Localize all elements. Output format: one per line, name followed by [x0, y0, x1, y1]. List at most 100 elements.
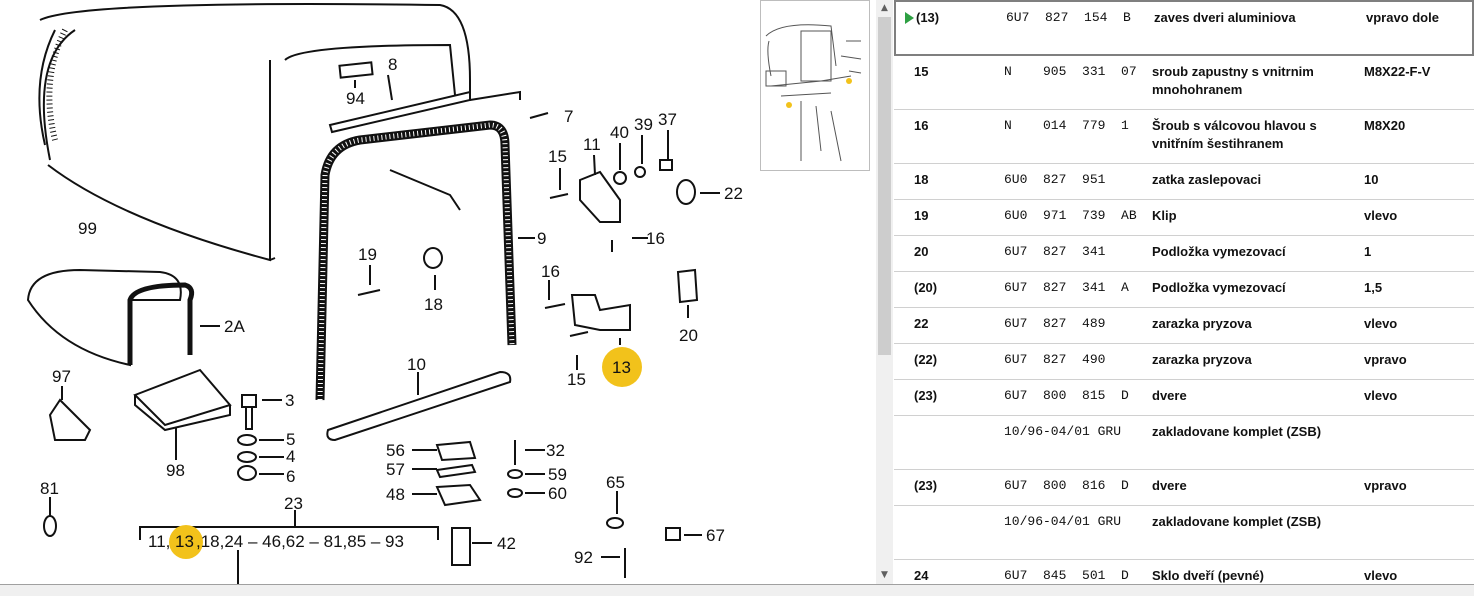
note-cell: vpravo	[1364, 352, 1407, 367]
callout-20[interactable]: 20	[679, 326, 698, 345]
horizontal-scrollbar[interactable]	[0, 584, 1474, 596]
callout-56[interactable]: 56	[386, 441, 405, 460]
callout-94[interactable]: 94	[346, 89, 365, 108]
callout-11[interactable]: 11	[583, 135, 601, 154]
callout-5[interactable]: 5	[286, 430, 295, 449]
part-number-cell: 6U0 827 951	[1004, 172, 1106, 187]
table-row[interactable]: 10/96-04/01 GRU zakladovane komplet (ZSB)	[894, 506, 1474, 560]
note-cell: 1,5	[1364, 280, 1383, 295]
callout-37[interactable]: 37	[658, 110, 677, 129]
part-number-cell: 10/96-04/01 GRU	[1004, 514, 1122, 529]
part-number-cell: N 014 779 1	[1004, 118, 1129, 133]
highlight-circle-13-list[interactable]	[169, 525, 203, 559]
callout-range-list[interactable]: ,18,24 – 46,62 – 81,85 – 93	[196, 532, 404, 551]
note-cell: 10	[1364, 172, 1379, 187]
callout-13[interactable]: 13	[612, 358, 631, 377]
callout-60[interactable]: 60	[548, 484, 567, 503]
note-cell: M8X20	[1364, 118, 1406, 133]
position-cell: (13)	[916, 10, 940, 25]
callout-57[interactable]: 57	[386, 460, 405, 479]
callout-42[interactable]: 42	[497, 534, 516, 553]
position-cell: 18	[914, 172, 929, 187]
part-number-cell: 6U7 827 341 A	[1004, 280, 1129, 295]
position-cell: 19	[914, 208, 929, 223]
callout-8[interactable]: 8	[388, 55, 397, 74]
callout-65[interactable]: 65	[606, 473, 625, 492]
callout-4[interactable]: 4	[286, 447, 295, 466]
callout-19[interactable]: 19	[358, 245, 377, 264]
callout-67[interactable]: 67	[706, 526, 725, 545]
callout-3[interactable]: 3	[285, 391, 294, 410]
parts-diagram-pane[interactable]: 99 94 8 7 2A 97 98 3 5 4 6 81 23 11, 13 …	[0, 0, 876, 584]
description-cell: zakladovane komplet (ZSB)	[1152, 514, 1322, 529]
callout-18[interactable]: 18	[424, 295, 443, 314]
diagram-thumbnail-navigator[interactable]	[760, 0, 870, 171]
callout-48[interactable]: 48	[386, 485, 405, 504]
note-cell: vlevo	[1364, 208, 1398, 223]
callout-7[interactable]: 7	[564, 107, 573, 126]
description-cell: Sklo dveří (pevné)	[1152, 568, 1264, 583]
callout-23[interactable]: 23	[284, 494, 303, 513]
description-cell: Podložka vymezovací	[1152, 244, 1286, 259]
position-cell: 24	[914, 568, 929, 583]
callout-16-top[interactable]: 16	[646, 229, 665, 248]
callout-39[interactable]: 39	[634, 115, 653, 134]
selected-row-arrow-icon	[905, 12, 914, 24]
exploded-parts-diagram[interactable]: 99 94 8 7 2A 97 98 3 5 4 6 81 23 11, 13 …	[0, 0, 876, 584]
description-cell: sroub zapustny s vnitrnim mnohohranem	[1152, 64, 1314, 97]
callout-10[interactable]: 10	[407, 355, 426, 374]
callout-15-top[interactable]: 15	[548, 147, 567, 166]
part-number-cell: N 905 331 07	[1004, 64, 1137, 79]
callout-98[interactable]: 98	[166, 461, 185, 480]
callout-22[interactable]: 22	[724, 184, 743, 203]
table-row[interactable]: 10/96-04/01 GRU zakladovane komplet (ZSB)	[894, 416, 1474, 470]
scroll-down-arrow-icon[interactable]: ▼	[881, 570, 888, 580]
part-number-cell: 6U7 800 815 D	[1004, 388, 1129, 403]
highlight-circle-13[interactable]	[602, 347, 642, 387]
description-cell: zakladovane komplet (ZSB)	[1152, 424, 1322, 439]
position-cell: (23)	[914, 478, 938, 493]
callout-40[interactable]: 40	[610, 123, 629, 142]
position-cell: 16	[914, 118, 929, 133]
callout-99[interactable]: 99	[78, 219, 97, 238]
callout-9[interactable]: 9	[537, 229, 546, 248]
position-cell: 22	[914, 316, 929, 331]
callout-32[interactable]: 32	[546, 441, 565, 460]
note-cell: vlevo	[1364, 388, 1398, 403]
callout-2A[interactable]: 2A	[224, 317, 245, 336]
callout-13-list[interactable]: 13	[175, 532, 194, 551]
callout-81[interactable]: 81	[40, 479, 59, 498]
callout-97[interactable]: 97	[52, 367, 71, 386]
description-cell: Klip	[1152, 208, 1177, 223]
scroll-up-arrow-icon[interactable]: ▲	[881, 3, 888, 13]
description-cell: zaves dveri aluminiova	[1154, 10, 1296, 25]
description-cell: zarazka pryzova	[1152, 352, 1252, 367]
note-cell: vpravo	[1364, 478, 1407, 493]
callout-6[interactable]: 6	[286, 467, 295, 486]
part-number-cell: 6U7 827 490	[1004, 352, 1106, 367]
callout-16[interactable]: 16	[541, 262, 560, 281]
part-number-cell: 10/96-04/01 GRU	[1004, 424, 1122, 439]
highlight-marks	[169, 347, 642, 559]
callout-15[interactable]: 15	[567, 370, 586, 389]
diagram-vertical-scrollbar[interactable]: ▲ ▼	[876, 0, 893, 584]
scroll-thumb[interactable]	[878, 17, 891, 355]
diagram-linework	[26, 3, 720, 584]
note-cell: M8X22-F-V	[1364, 64, 1431, 79]
callout-59[interactable]: 59	[548, 465, 567, 484]
callout-92[interactable]: 92	[574, 548, 593, 567]
callout-11-list[interactable]: 11,	[148, 532, 170, 551]
note-cell: vpravo dole	[1366, 10, 1439, 25]
